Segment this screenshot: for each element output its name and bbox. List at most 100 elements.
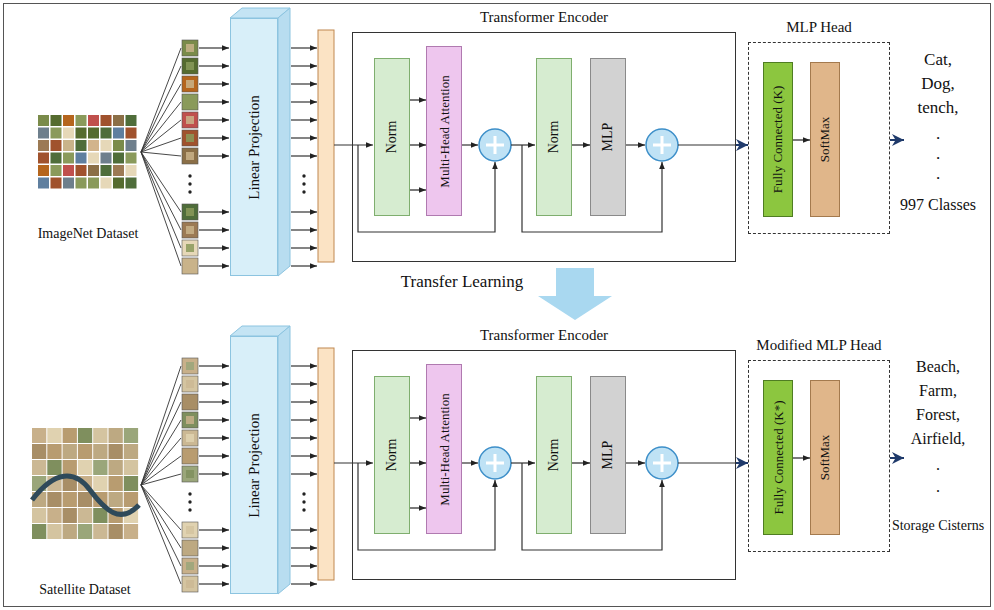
figure-label: Transfer Learning <box>401 272 524 291</box>
patch-detail <box>186 208 194 216</box>
label-slot: Satellite Dataset <box>39 582 130 598</box>
projection-side-face <box>278 8 290 276</box>
satellite-tile <box>47 508 61 523</box>
figure-label: Farm, <box>919 382 957 399</box>
layer-label: MLP <box>601 441 615 470</box>
image-patch <box>182 94 198 110</box>
patch-detail <box>186 562 194 570</box>
image-tile <box>113 165 124 176</box>
embedding-arrow <box>291 419 317 420</box>
figure-label: . <box>936 124 940 143</box>
image-tile <box>88 115 99 126</box>
image-tile <box>38 115 49 126</box>
satellite-tile <box>63 428 77 443</box>
image-tile <box>113 128 124 139</box>
patch-detail <box>186 98 194 106</box>
figure-label: . <box>936 164 940 183</box>
softmax-layer: SoftMax <box>810 380 840 535</box>
image-patch <box>182 58 198 74</box>
image-tile <box>51 178 62 189</box>
fan-line <box>141 366 181 485</box>
satellite-tile <box>32 460 46 475</box>
ellipsis-dot <box>302 190 305 193</box>
image-tile <box>38 178 49 189</box>
figure-label: tench, <box>917 98 958 117</box>
image-tile <box>38 140 49 151</box>
satellite-tile <box>47 492 61 507</box>
fan-line <box>141 485 181 548</box>
ellipsis-dot <box>188 182 191 185</box>
figure-label: Beach, <box>916 358 960 375</box>
fan-line <box>141 485 181 530</box>
connector-arrow <box>410 144 426 145</box>
patch-arrow <box>199 365 229 366</box>
patch-arrow <box>199 211 229 212</box>
block-title: Transformer Encoder <box>353 8 735 26</box>
satellite-row <box>32 326 904 594</box>
patch-detail <box>186 362 194 370</box>
patch-arrow <box>199 119 229 120</box>
connector-arrow <box>793 139 810 140</box>
patch-detail <box>186 134 194 142</box>
satellite-tile <box>78 428 92 443</box>
satellite-tile <box>124 428 138 443</box>
flow-line <box>678 144 736 145</box>
image-tile <box>126 165 137 176</box>
patch-arrow <box>199 419 229 420</box>
patch-arrow <box>199 473 229 474</box>
patch-arrow <box>199 455 229 456</box>
patch-detail <box>186 398 194 406</box>
fan-line <box>141 456 181 485</box>
image-tile <box>63 165 74 176</box>
embedding-arrow <box>291 583 317 584</box>
patch-arrow <box>199 565 229 566</box>
embedding-arrow <box>291 437 317 438</box>
fan-line <box>141 152 181 156</box>
output-arrow <box>890 457 904 459</box>
image-tile <box>101 153 112 164</box>
norm-layer: Norm <box>374 376 410 534</box>
image-tile <box>63 115 74 126</box>
satellite-tile <box>63 460 77 475</box>
layer-label: Norm <box>547 439 561 472</box>
satellite-tile <box>32 508 46 523</box>
satellite-tile <box>32 428 46 443</box>
transfer-arrow <box>538 268 612 320</box>
connector-arrow <box>410 99 426 100</box>
layer-label: SoftMax <box>819 435 832 481</box>
embedding-arrow <box>291 473 317 474</box>
image-tile <box>101 140 112 151</box>
projection-layer: Linear Projection <box>230 18 278 276</box>
fan-line <box>141 152 181 248</box>
image-tile <box>88 140 99 151</box>
fan-line <box>141 420 181 485</box>
adder-plus <box>486 136 504 154</box>
patch-arrow <box>199 401 229 402</box>
image-tile <box>51 115 62 126</box>
image-tile <box>51 165 62 176</box>
embedding-arrow <box>291 247 317 248</box>
layer-label: Fully Connected (K*) <box>772 400 785 514</box>
fan-line <box>141 120 181 152</box>
connector-arrow <box>410 507 426 508</box>
image-tile <box>63 178 74 189</box>
label-slot: . <box>936 144 940 164</box>
connector-arrow <box>410 462 426 463</box>
satellite-tile <box>47 524 61 539</box>
image-patch <box>182 376 198 392</box>
fan-line <box>141 152 181 266</box>
figure-label: ImageNet Dataset <box>38 226 139 241</box>
image-patch <box>182 40 198 56</box>
norm-layer: Norm <box>536 58 572 216</box>
image-patch <box>182 222 198 238</box>
figure-label: Storage Cisterns <box>892 518 984 533</box>
image-tile <box>38 153 49 164</box>
ellipsis-dot <box>188 508 191 511</box>
image-tile <box>88 153 99 164</box>
layer-label: SoftMax <box>819 117 832 163</box>
block-title: Transformer Encoder <box>353 326 735 344</box>
image-tile <box>38 165 49 176</box>
image-tile <box>101 165 112 176</box>
satellite-tile <box>47 460 61 475</box>
